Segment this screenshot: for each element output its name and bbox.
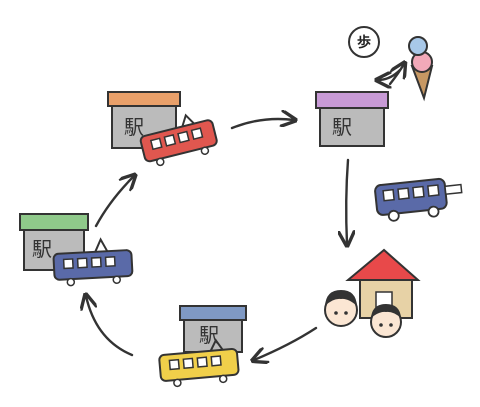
train-icon [139, 113, 218, 167]
station-label: 駅 [332, 115, 352, 139]
arrow-icon [254, 326, 318, 360]
walk-badge-icon: 歩 [348, 26, 380, 58]
station-roof [19, 213, 89, 231]
arrow-icon [86, 296, 134, 357]
station-roof [179, 305, 247, 321]
ice-cream-icon [408, 36, 434, 102]
station-label: 駅 [199, 323, 219, 347]
bus-icon [374, 177, 463, 222]
arrow-icon [230, 119, 294, 130]
station-label: 駅 [32, 237, 52, 261]
arrow-icon [94, 176, 134, 228]
station-top-right: 駅 [315, 91, 389, 147]
people-icon [324, 290, 402, 338]
train-icon [158, 338, 240, 388]
station-bottom: 駅 [179, 305, 247, 353]
arrow-icon [378, 68, 402, 80]
station-roof [107, 91, 181, 107]
train-icon [52, 237, 134, 287]
cycle-arrows [86, 64, 404, 360]
walk-badge-label: 歩 [357, 34, 371, 51]
arrow-icon [346, 158, 348, 244]
station-building [319, 107, 385, 147]
station-label: 駅 [124, 115, 144, 139]
station-roof [315, 91, 389, 109]
